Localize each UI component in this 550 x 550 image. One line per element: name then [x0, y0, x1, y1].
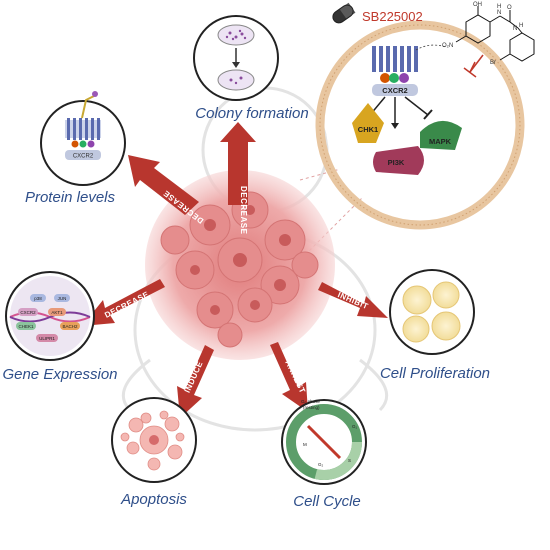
drug-header: SB225002	[332, 2, 423, 24]
svg-text:O: O	[507, 5, 512, 11]
arrow-colony: DECREASE	[220, 122, 256, 235]
cycle-m: M	[303, 442, 307, 447]
cell-chk1: CHK1	[358, 125, 378, 134]
inhibition-bar	[463, 67, 477, 78]
gene-cxcr2: CXCR2	[20, 310, 36, 315]
apoptosis-label: Apoptosis	[120, 491, 187, 508]
cycle-s: S	[348, 458, 351, 463]
drug-binding-line	[415, 44, 447, 51]
cellcycle-icon: G₁ M S G₂ G₀ phase (resting)	[281, 399, 367, 485]
chemical-structure	[455, 6, 535, 62]
cycle-g2: G₂	[318, 462, 324, 467]
cell-pi3k: PI3K	[388, 158, 405, 167]
svg-text:O₂N: O₂N	[442, 43, 453, 49]
prolif-icon	[389, 269, 475, 355]
gene-icon: p38 JUN CXCR2 AKT1 CHEK1 BACH2 ULIPR1	[5, 271, 95, 361]
tumor-mass	[145, 170, 335, 360]
cxcr2-cell: CXCR2 CHK1 MAPK PI3K	[315, 20, 525, 230]
arrow-apoptosis: INDUCE	[177, 345, 214, 418]
cycle-g0: G₀ phase	[301, 399, 320, 404]
colony-icon	[193, 15, 279, 101]
gene-akt1: AKT1	[51, 310, 63, 315]
gene-chek1: CHEK1	[18, 324, 34, 329]
drug-name: SB225002	[362, 9, 423, 24]
arrow-colony-label: DECREASE	[239, 186, 248, 235]
colony-label: Colony formation	[195, 105, 308, 122]
svg-text:H: H	[497, 4, 501, 10]
gene-jun: JUN	[58, 296, 67, 301]
gene-label: Gene Expression	[2, 366, 117, 383]
protein-icon: CXCR2	[40, 91, 126, 186]
cycle-resting: (resting)	[303, 405, 320, 410]
gene-p38: p38	[34, 296, 42, 301]
chemical-labels: OH N H O N H O₂N Br	[442, 2, 523, 66]
inhibition-arrow	[469, 54, 484, 73]
arrow-prolif-label: INHIBIT	[336, 290, 369, 311]
prolif-label: Cell Proliferation	[380, 365, 490, 382]
svg-text:H: H	[519, 23, 523, 29]
svg-text:N: N	[497, 10, 501, 16]
svg-text:Br: Br	[490, 60, 496, 66]
protein-receptor-label: CXCR2	[73, 154, 94, 160]
gene-ulipr1: ULIPR1	[39, 336, 55, 341]
cell-mapk: MAPK	[429, 137, 452, 146]
arrow-prolif: INHIBIT	[318, 282, 388, 318]
apoptosis-icon	[111, 397, 197, 483]
gene-bach2: BACH2	[62, 324, 78, 329]
cycle-g1: G₁	[352, 424, 358, 429]
protein-label: Protein levels	[25, 189, 116, 206]
svg-text:N: N	[513, 26, 517, 32]
arrow-gene-label: DECREASE	[103, 290, 150, 320]
cellcycle-label: Cell Cycle	[293, 493, 361, 510]
pill-icon	[332, 2, 356, 24]
svg-text:OH: OH	[473, 2, 482, 8]
cell-receptor: CXCR2	[382, 86, 407, 95]
